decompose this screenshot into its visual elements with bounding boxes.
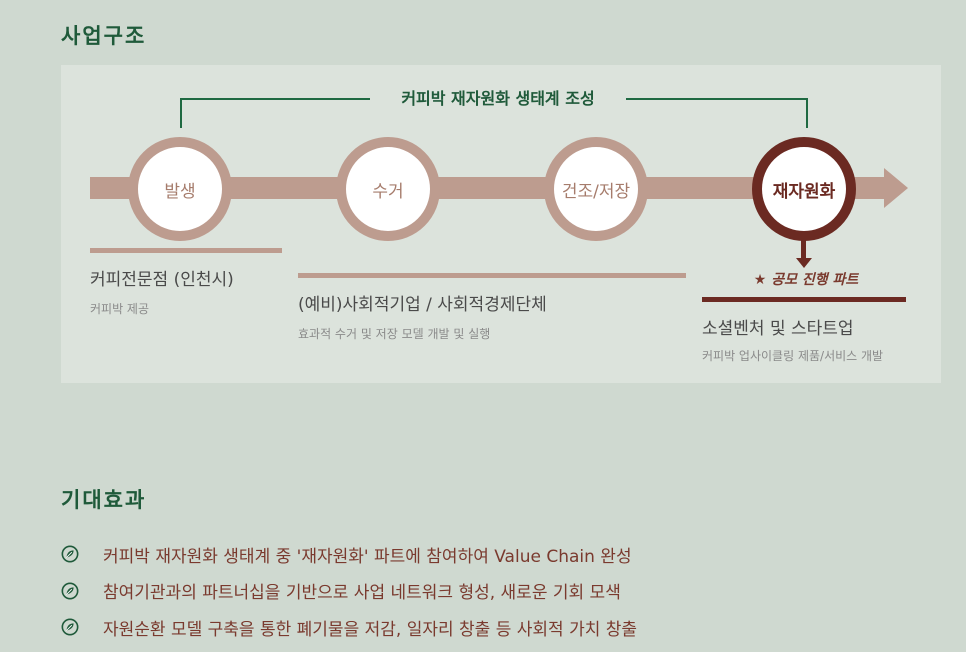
stage-node-recycling: 재자원화 bbox=[752, 137, 856, 241]
effect-text: 자원순환 모델 구축을 통한 폐기물을 저감, 일자리 창출 등 사회적 가치 … bbox=[103, 619, 638, 640]
recycle-leaf-icon bbox=[61, 545, 79, 563]
recycle-leaf-icon bbox=[61, 582, 79, 600]
recycle-leaf-icon bbox=[61, 618, 79, 636]
group-sub-startup: 커피박 업사이클링 제품/서비스 개발 bbox=[702, 349, 884, 363]
list-item: 자원순환 모델 구축을 통한 폐기물을 저감, 일자리 창출 등 사회적 가치 … bbox=[61, 609, 637, 646]
flow-arrow-head bbox=[884, 168, 908, 208]
contest-label: ★ 공모 진행 파트 bbox=[753, 272, 859, 288]
group-line-cafe bbox=[90, 248, 282, 253]
recycling-down-arrow bbox=[796, 258, 812, 268]
group-line-startup bbox=[702, 297, 906, 302]
stage-label: 건조/저장 bbox=[561, 181, 631, 202]
group-sub-cafe: 커피박 제공 bbox=[90, 302, 150, 316]
group-title-cafe: 커피전문점 (인천시) bbox=[90, 270, 234, 290]
stage-label: 발생 bbox=[164, 181, 196, 202]
group-sub-social-enterprise: 효과적 수거 및 저장 모델 개발 및 실행 bbox=[298, 327, 491, 341]
recycling-down-line bbox=[801, 240, 806, 260]
flow-bar bbox=[90, 177, 890, 199]
list-item: 참여기관과의 파트너십을 기반으로 사업 네트워크 형성, 새로운 기회 모색 bbox=[61, 573, 637, 610]
effect-text: 커피박 재자원화 생태계 중 '재자원화' 파트에 참여하여 Value Cha… bbox=[103, 546, 632, 567]
effects-list: 커피박 재자원화 생태계 중 '재자원화' 파트에 참여하여 Value Cha… bbox=[61, 536, 637, 646]
stage-node-occurrence: 발생 bbox=[128, 137, 232, 241]
ecosystem-label: 커피박 재자원화 생태계 조성 bbox=[370, 87, 626, 111]
list-item: 커피박 재자원화 생태계 중 '재자원화' 파트에 참여하여 Value Cha… bbox=[61, 536, 637, 573]
stage-node-drying-storage: 건조/저장 bbox=[544, 137, 648, 241]
group-line-social-enterprise bbox=[298, 273, 686, 278]
group-title-social-enterprise: (예비)사회적기업 / 사회적경제단체 bbox=[298, 295, 547, 315]
stage-label: 재자원화 bbox=[772, 181, 836, 202]
section-title-structure: 사업구조 bbox=[61, 24, 147, 48]
stage-label: 수거 bbox=[372, 181, 404, 202]
effect-text: 참여기관과의 파트너십을 기반으로 사업 네트워크 형성, 새로운 기회 모색 bbox=[103, 583, 621, 604]
stage-node-collection: 수거 bbox=[336, 137, 440, 241]
section-title-effects: 기대효과 bbox=[61, 488, 147, 512]
group-title-startup: 소셜벤처 및 스타트업 bbox=[702, 319, 854, 339]
